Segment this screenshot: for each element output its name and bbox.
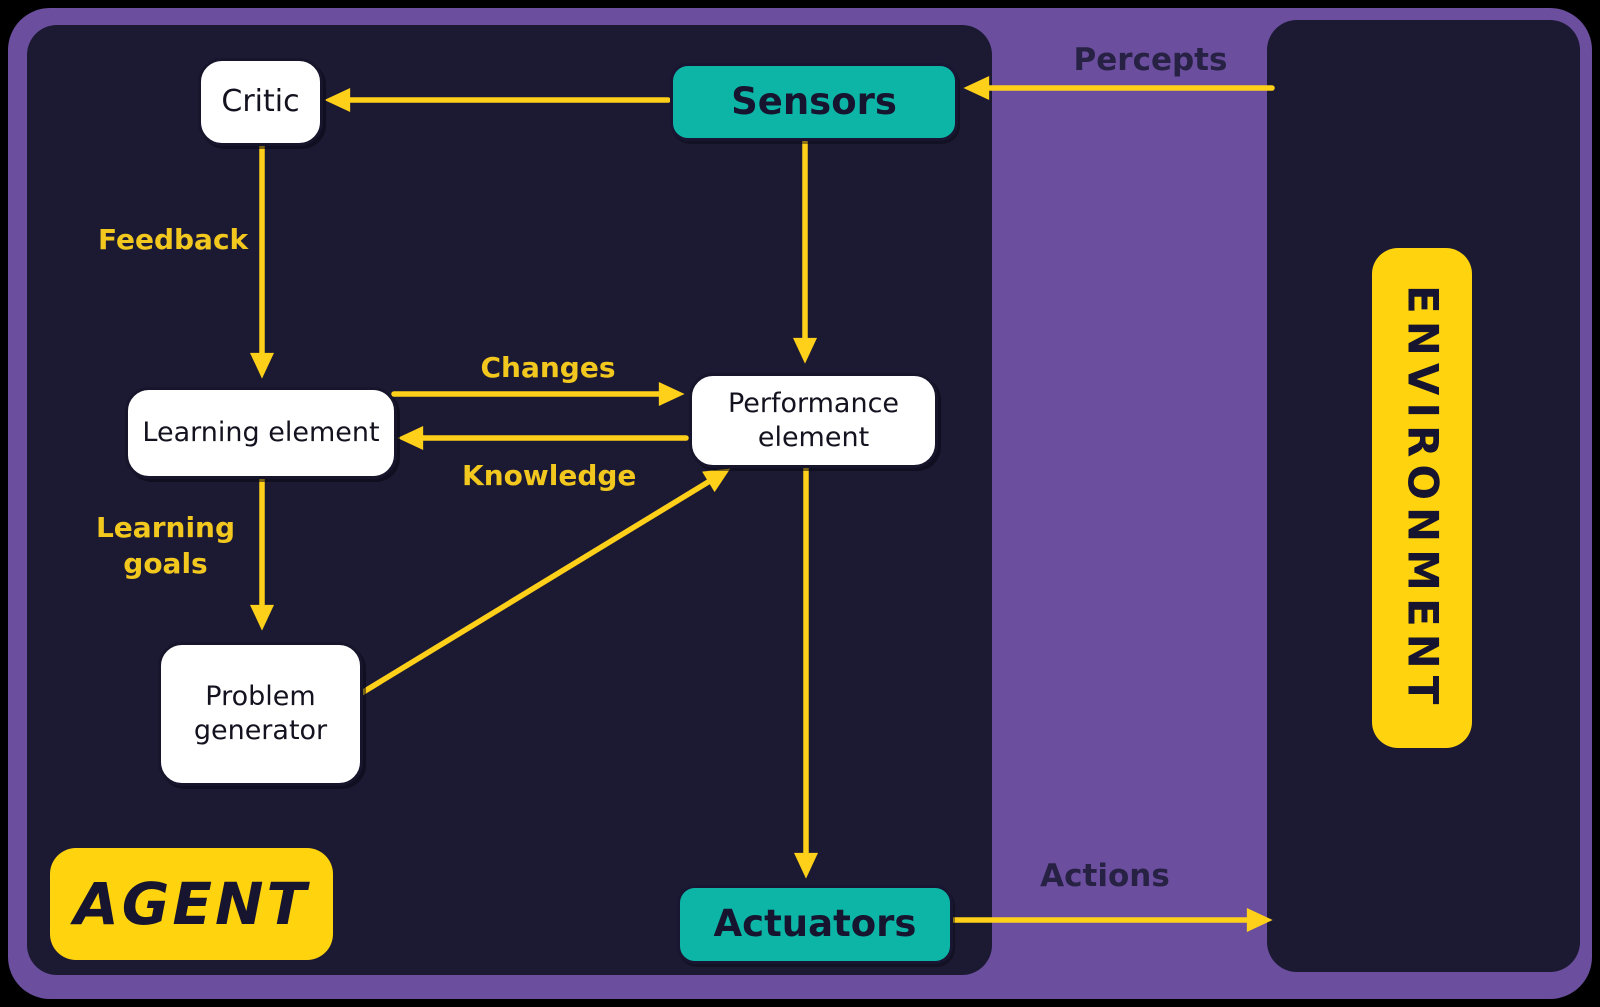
- edge-label-learning-goals-line1: Learning: [95, 511, 236, 544]
- node-learning-element-label: Learning element: [142, 417, 380, 449]
- node-performance-element-line1: Performance: [727, 387, 900, 419]
- edge-label-changes: Changes: [480, 351, 616, 384]
- node-learning-element: Learning element: [125, 387, 397, 479]
- edge-label-learning-goals: Learning goals: [93, 510, 238, 583]
- agent-title-label: AGENT: [73, 869, 310, 938]
- edge-label-learning-goals-line2: goals: [123, 547, 208, 581]
- node-problem-generator-line1: Problem: [205, 681, 316, 713]
- node-performance-element: Performance element: [689, 373, 938, 468]
- node-critic-label: Critic: [221, 84, 300, 120]
- edge-label-feedback: Feedback: [98, 223, 249, 256]
- edge-label-knowledge: Knowledge: [462, 459, 637, 492]
- node-performance-element-line2: element: [757, 421, 870, 453]
- node-actuators: Actuators: [677, 885, 953, 964]
- node-actuators-label: Actuators: [713, 902, 917, 946]
- node-sensors-label: Sensors: [731, 79, 897, 123]
- node-critic: Critic: [198, 58, 323, 146]
- node-problem-generator: Problem generator: [158, 642, 363, 786]
- edge-label-percepts: Percepts: [1073, 42, 1228, 78]
- node-problem-generator-line2: generator: [193, 715, 328, 746]
- environment-title-label: ENVIRONMENT: [1398, 284, 1448, 712]
- node-sensors: Sensors: [670, 63, 958, 141]
- environment-title-badge: ENVIRONMENT: [1372, 248, 1472, 748]
- agent-region: [27, 25, 992, 975]
- edge-label-actions: Actions: [1040, 858, 1170, 894]
- agent-title-badge: AGENT: [50, 848, 333, 960]
